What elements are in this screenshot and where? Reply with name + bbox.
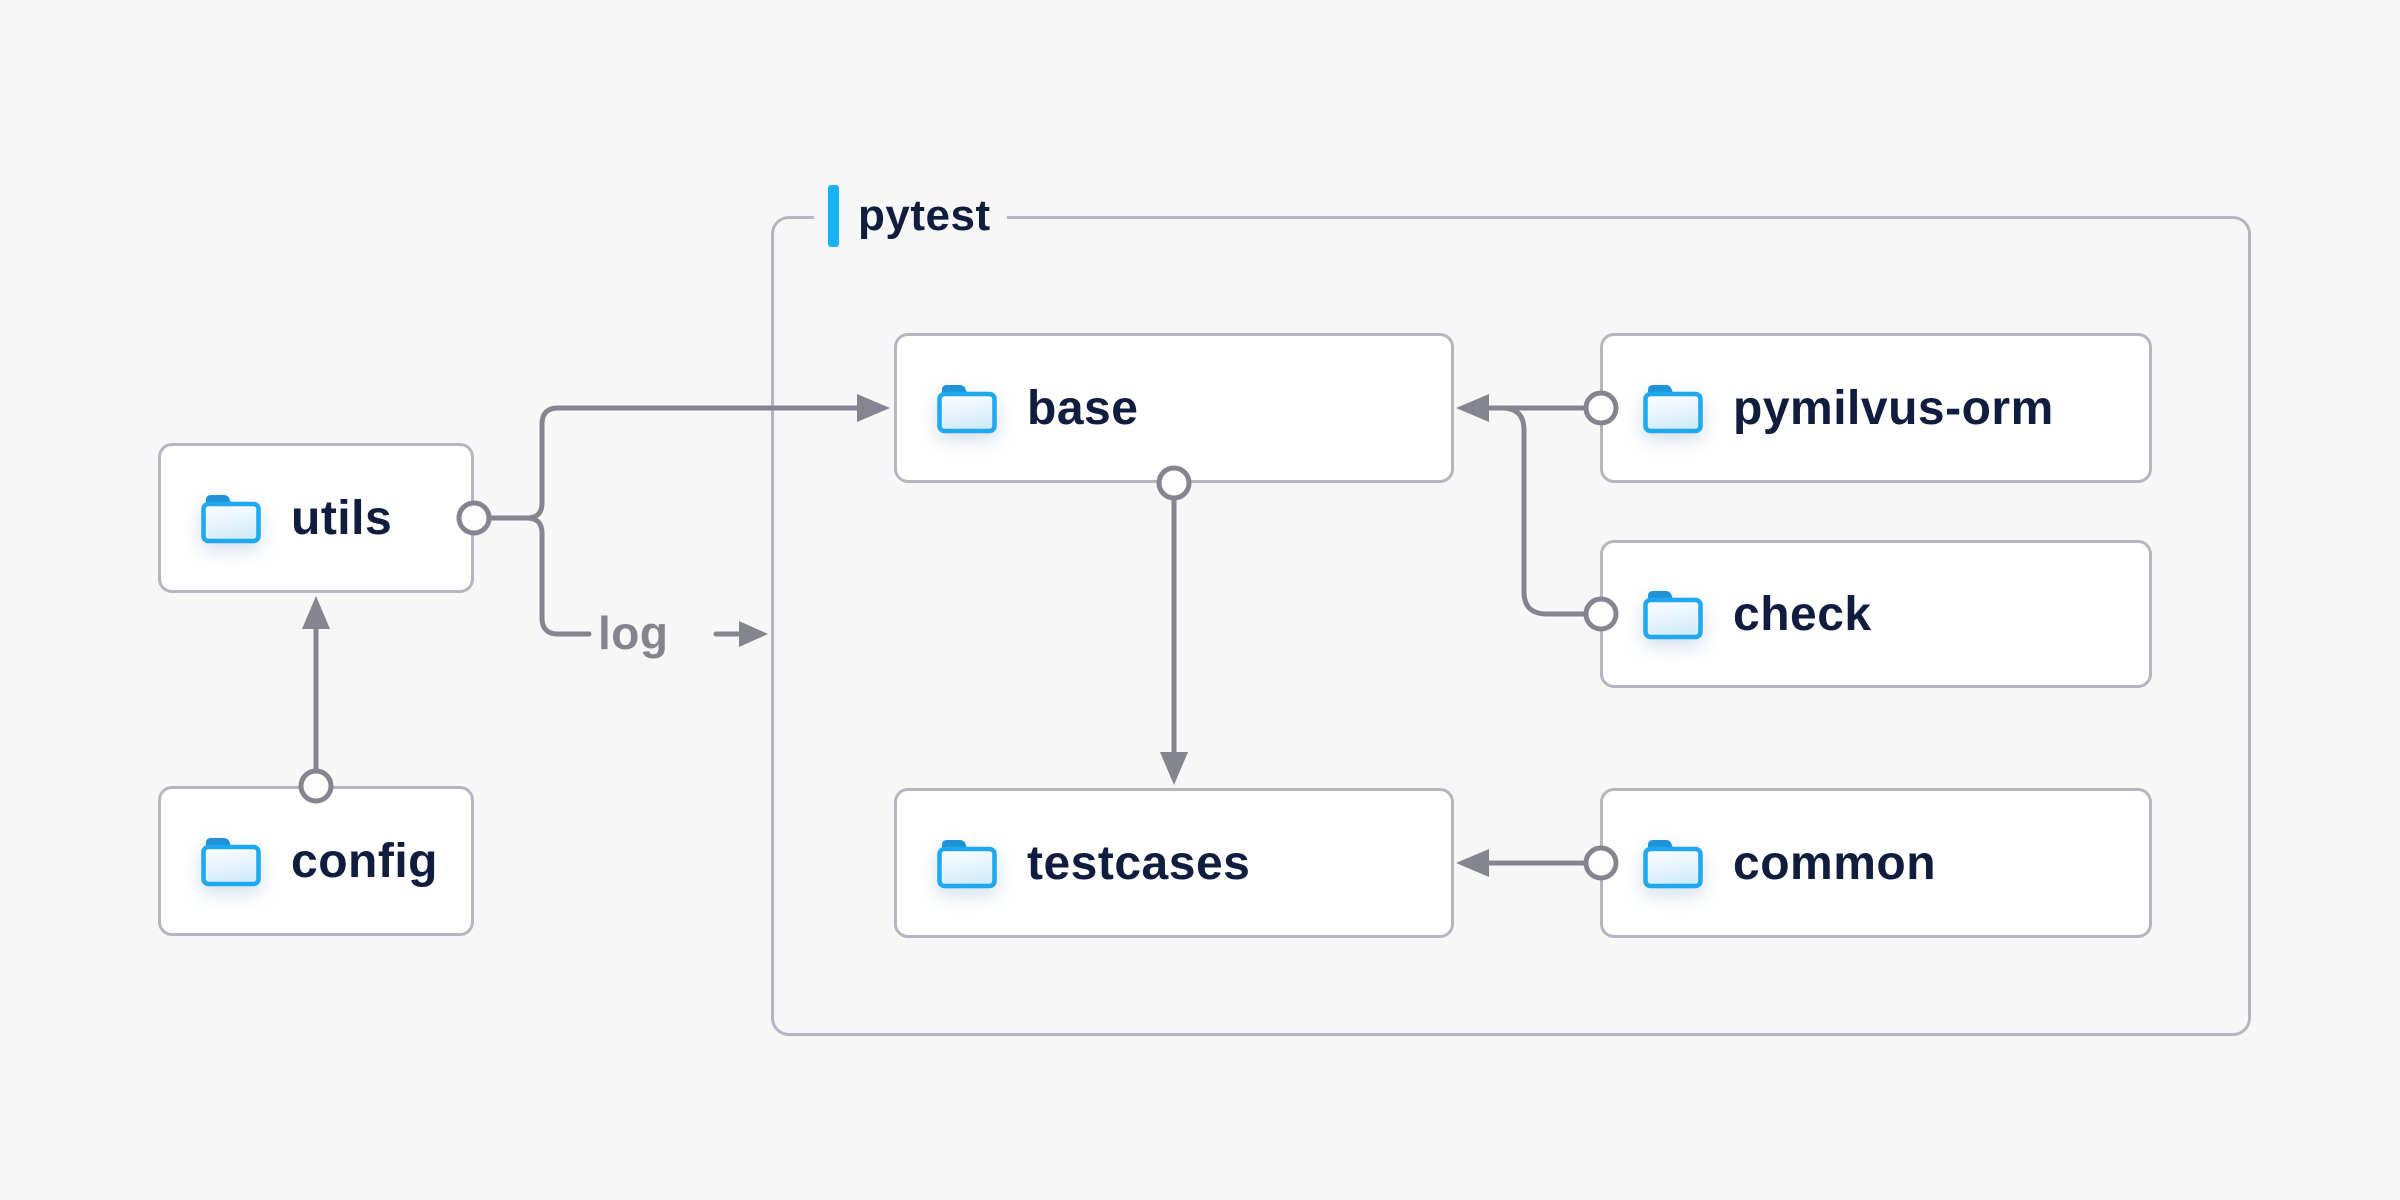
node-testcases: testcases	[894, 788, 1454, 938]
node-pymilvus-orm: pymilvus-orm	[1600, 333, 2152, 483]
pytest-group-label: pytest	[814, 185, 1007, 247]
folder-icon	[937, 840, 997, 889]
pytest-group-title: pytest	[858, 191, 991, 240]
folder-icon	[1643, 591, 1703, 640]
pytest-group-container	[771, 216, 2251, 1036]
node-common: common	[1600, 788, 2152, 938]
node-label: base	[1027, 381, 1139, 435]
node-check: check	[1600, 540, 2152, 688]
node-label: testcases	[1027, 836, 1251, 890]
node-label: pymilvus-orm	[1733, 381, 2054, 435]
node-config: config	[158, 786, 474, 936]
node-label: common	[1733, 836, 1937, 890]
node-base: base	[894, 333, 1454, 483]
node-label: config	[291, 834, 438, 888]
folder-icon	[937, 385, 997, 434]
folder-icon	[1643, 840, 1703, 889]
node-label: utils	[291, 491, 393, 545]
accent-bar	[828, 185, 839, 247]
node-utils: utils	[158, 443, 474, 593]
edge-config-to-utils	[298, 596, 334, 804]
folder-icon	[201, 838, 261, 887]
folder-icon	[201, 495, 261, 544]
folder-icon	[1643, 385, 1703, 434]
node-label: check	[1733, 587, 1872, 641]
edge-label-log: log	[598, 607, 669, 659]
